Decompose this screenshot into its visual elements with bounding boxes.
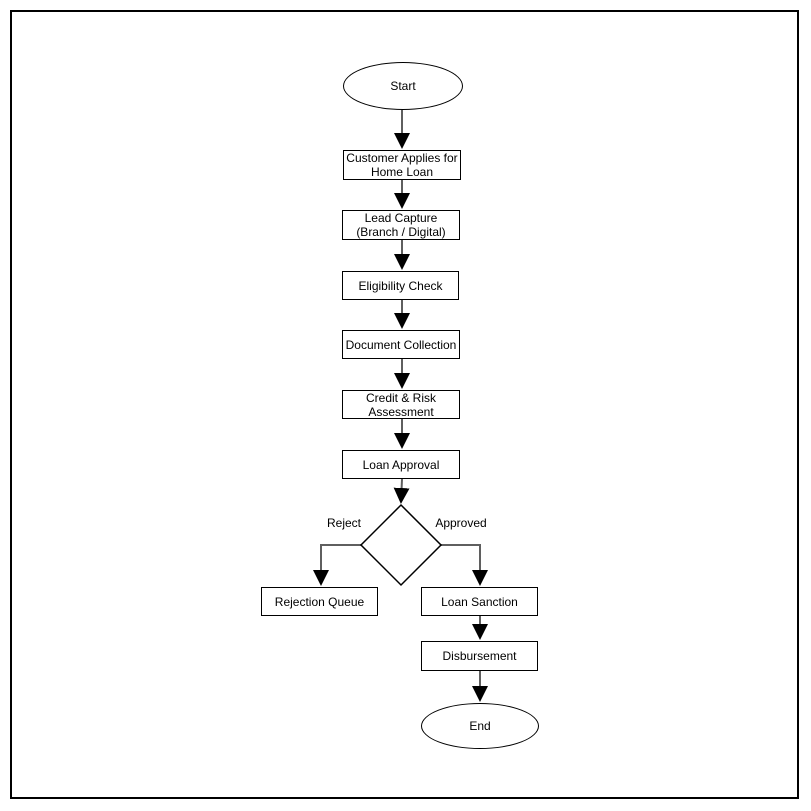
node-rejection-queue: Rejection Queue xyxy=(261,587,378,616)
node-end: End xyxy=(421,703,539,749)
node-lead-capture: Lead Capture (Branch / Digital) xyxy=(342,210,460,240)
node-loan-sanction: Loan Sanction xyxy=(421,587,538,616)
node-customer-applies: Customer Applies for Home Loan xyxy=(343,150,461,180)
edge-reject-branch xyxy=(313,544,361,586)
node-start: Start xyxy=(343,62,463,110)
edge-label-reject: Reject xyxy=(321,516,367,530)
node-disbursement: Disbursement xyxy=(421,641,538,671)
edge-approved-branch xyxy=(441,544,488,586)
node-document-collection: Document Collection xyxy=(342,330,460,359)
node-eligibility-check: Eligibility Check xyxy=(342,271,459,300)
node-loan-approval: Loan Approval xyxy=(342,450,460,479)
edge-label-approved: Approved xyxy=(431,516,491,530)
decision-diamond xyxy=(359,503,443,587)
node-credit-risk-assessment: Credit & Risk Assessment xyxy=(342,390,460,419)
edge-approval-to-decision xyxy=(393,478,410,504)
